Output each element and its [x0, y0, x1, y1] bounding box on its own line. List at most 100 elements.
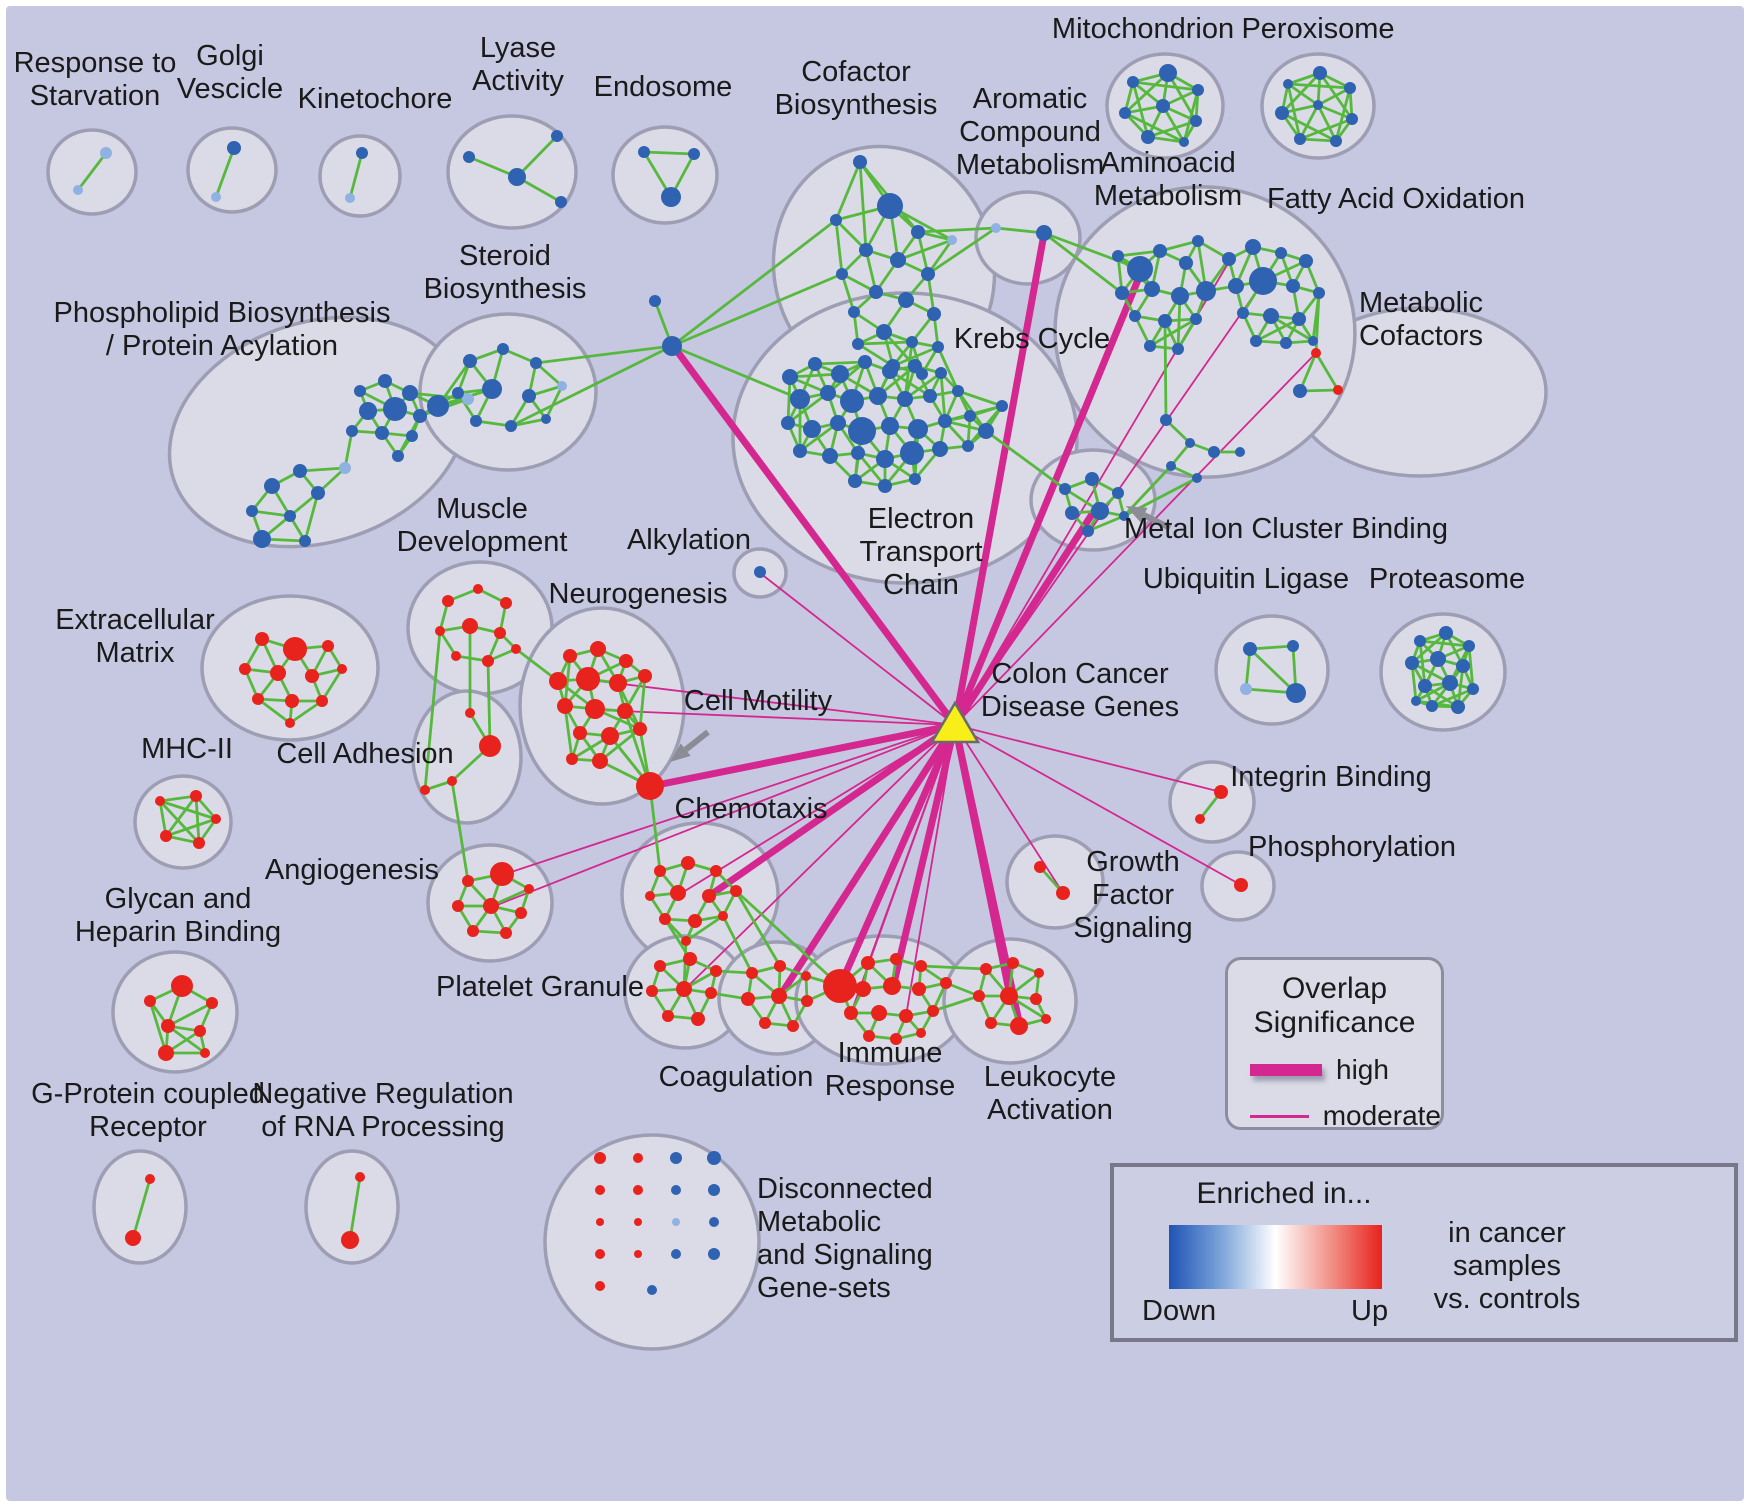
- gene-set-node: [844, 1006, 858, 1020]
- gene-set-node: [996, 400, 1008, 412]
- gene-set-node: [1263, 308, 1279, 324]
- gene-set-node: [848, 417, 876, 445]
- edge-green-link: [535, 344, 673, 365]
- overlap-edge-moderate: [954, 724, 1222, 793]
- gene-set-node: [670, 885, 686, 901]
- gene-set-node: [661, 187, 681, 207]
- edge-green: [167, 1024, 206, 1055]
- gene-set-node: [908, 419, 928, 439]
- gene-set-node: [1451, 700, 1465, 714]
- edge-green: [1147, 119, 1197, 139]
- gene-set-node: [871, 1005, 887, 1021]
- gene-set-node: [858, 355, 872, 369]
- gene-set-node: [741, 992, 755, 1006]
- overlap-legend-moderate-row: moderate: [1250, 1100, 1441, 1132]
- gene-set-node: [383, 397, 407, 421]
- gene-set-node: [973, 990, 985, 1002]
- gene-set-node: [100, 147, 112, 159]
- edge-green: [1287, 82, 1319, 107]
- gene-set-node: [831, 365, 849, 383]
- edge-green: [194, 795, 201, 844]
- overlap-edge-moderate: [679, 724, 956, 895]
- overlap-edge-moderate: [596, 709, 956, 726]
- gene-set-node: [1141, 130, 1155, 144]
- gene-set-node: [1275, 247, 1287, 259]
- gene-set-node: [1313, 100, 1323, 110]
- edge-green: [164, 795, 198, 837]
- gene-set-node: [1286, 279, 1300, 293]
- gene-set-node: [497, 343, 509, 355]
- gene-set-node: [709, 1217, 719, 1227]
- gene-set-node: [927, 1005, 939, 1017]
- gene-set-node: [1280, 337, 1292, 349]
- edge-green: [834, 161, 862, 221]
- gene-set-node: [316, 695, 328, 707]
- edge-green: [303, 492, 320, 542]
- gene-set-node: [246, 505, 258, 517]
- gene-set-node: [413, 409, 427, 423]
- gene-set-node: [634, 1250, 642, 1258]
- gene-set-node: [876, 450, 894, 468]
- gene-set-node: [585, 699, 605, 719]
- gene-set-node: [283, 637, 307, 661]
- edge-green: [251, 509, 291, 518]
- gene-set-node: [672, 1218, 680, 1226]
- gene-set-node: [463, 354, 477, 368]
- gene-set-node: [863, 1030, 875, 1042]
- edge-green: [787, 391, 829, 425]
- label-endosome: Endosome: [594, 71, 733, 103]
- edge-green-link: [734, 890, 782, 967]
- gene-set-node: [452, 387, 464, 399]
- edge-green: [916, 231, 930, 275]
- gene-set-node: [710, 865, 722, 877]
- gene-set-node: [211, 192, 221, 202]
- edge-green-link: [917, 226, 997, 234]
- gene-set-node: [406, 430, 418, 442]
- gene-set-node: [848, 474, 862, 488]
- edge-green-link: [920, 964, 987, 971]
- gene-set-node: [253, 530, 271, 548]
- gene-set-node: [557, 381, 567, 391]
- edge-green: [995, 226, 1045, 235]
- gene-set-node: [311, 486, 325, 500]
- gene-set-node: [1159, 64, 1177, 82]
- gene-set-node: [940, 977, 952, 989]
- gene-set-node: [890, 1033, 902, 1045]
- label-chemotaxis: Chemotaxis: [674, 793, 827, 825]
- gene-set-node: [563, 649, 577, 663]
- gene-set-node: [1112, 487, 1124, 499]
- overlap-edge-high: [951, 266, 1146, 729]
- gene-set-node: [293, 464, 307, 478]
- overlap-legend-high-row: high: [1250, 1054, 1441, 1086]
- edge-green: [856, 452, 887, 487]
- gene-set-node: [671, 1249, 681, 1259]
- gene-set-node: [746, 967, 758, 979]
- gene-set-node: [878, 479, 892, 493]
- gene-set-node: [708, 1184, 720, 1196]
- gene-set-node: [490, 862, 514, 886]
- gene-set-node: [193, 837, 205, 849]
- gene-set-node: [912, 982, 926, 996]
- gene-set-node: [462, 618, 478, 634]
- gene-set-node: [978, 423, 994, 439]
- gene-set-node: [125, 1230, 141, 1246]
- gene-set-node: [206, 997, 218, 1009]
- gene-set-node: [473, 584, 483, 594]
- enrichment-gradient-bar: [1169, 1225, 1382, 1289]
- gene-set-node: [636, 772, 664, 800]
- edge-green: [1418, 640, 1427, 687]
- gene-set-node: [803, 420, 821, 438]
- gene-set-node: [1222, 252, 1236, 266]
- gene-set-node: [1166, 461, 1176, 471]
- edge-green: [167, 1001, 213, 1028]
- gene-set-node: [830, 415, 846, 431]
- gene-set-node: [676, 981, 692, 997]
- edge-green-link: [903, 341, 914, 400]
- overlap-edge-moderate: [491, 724, 956, 908]
